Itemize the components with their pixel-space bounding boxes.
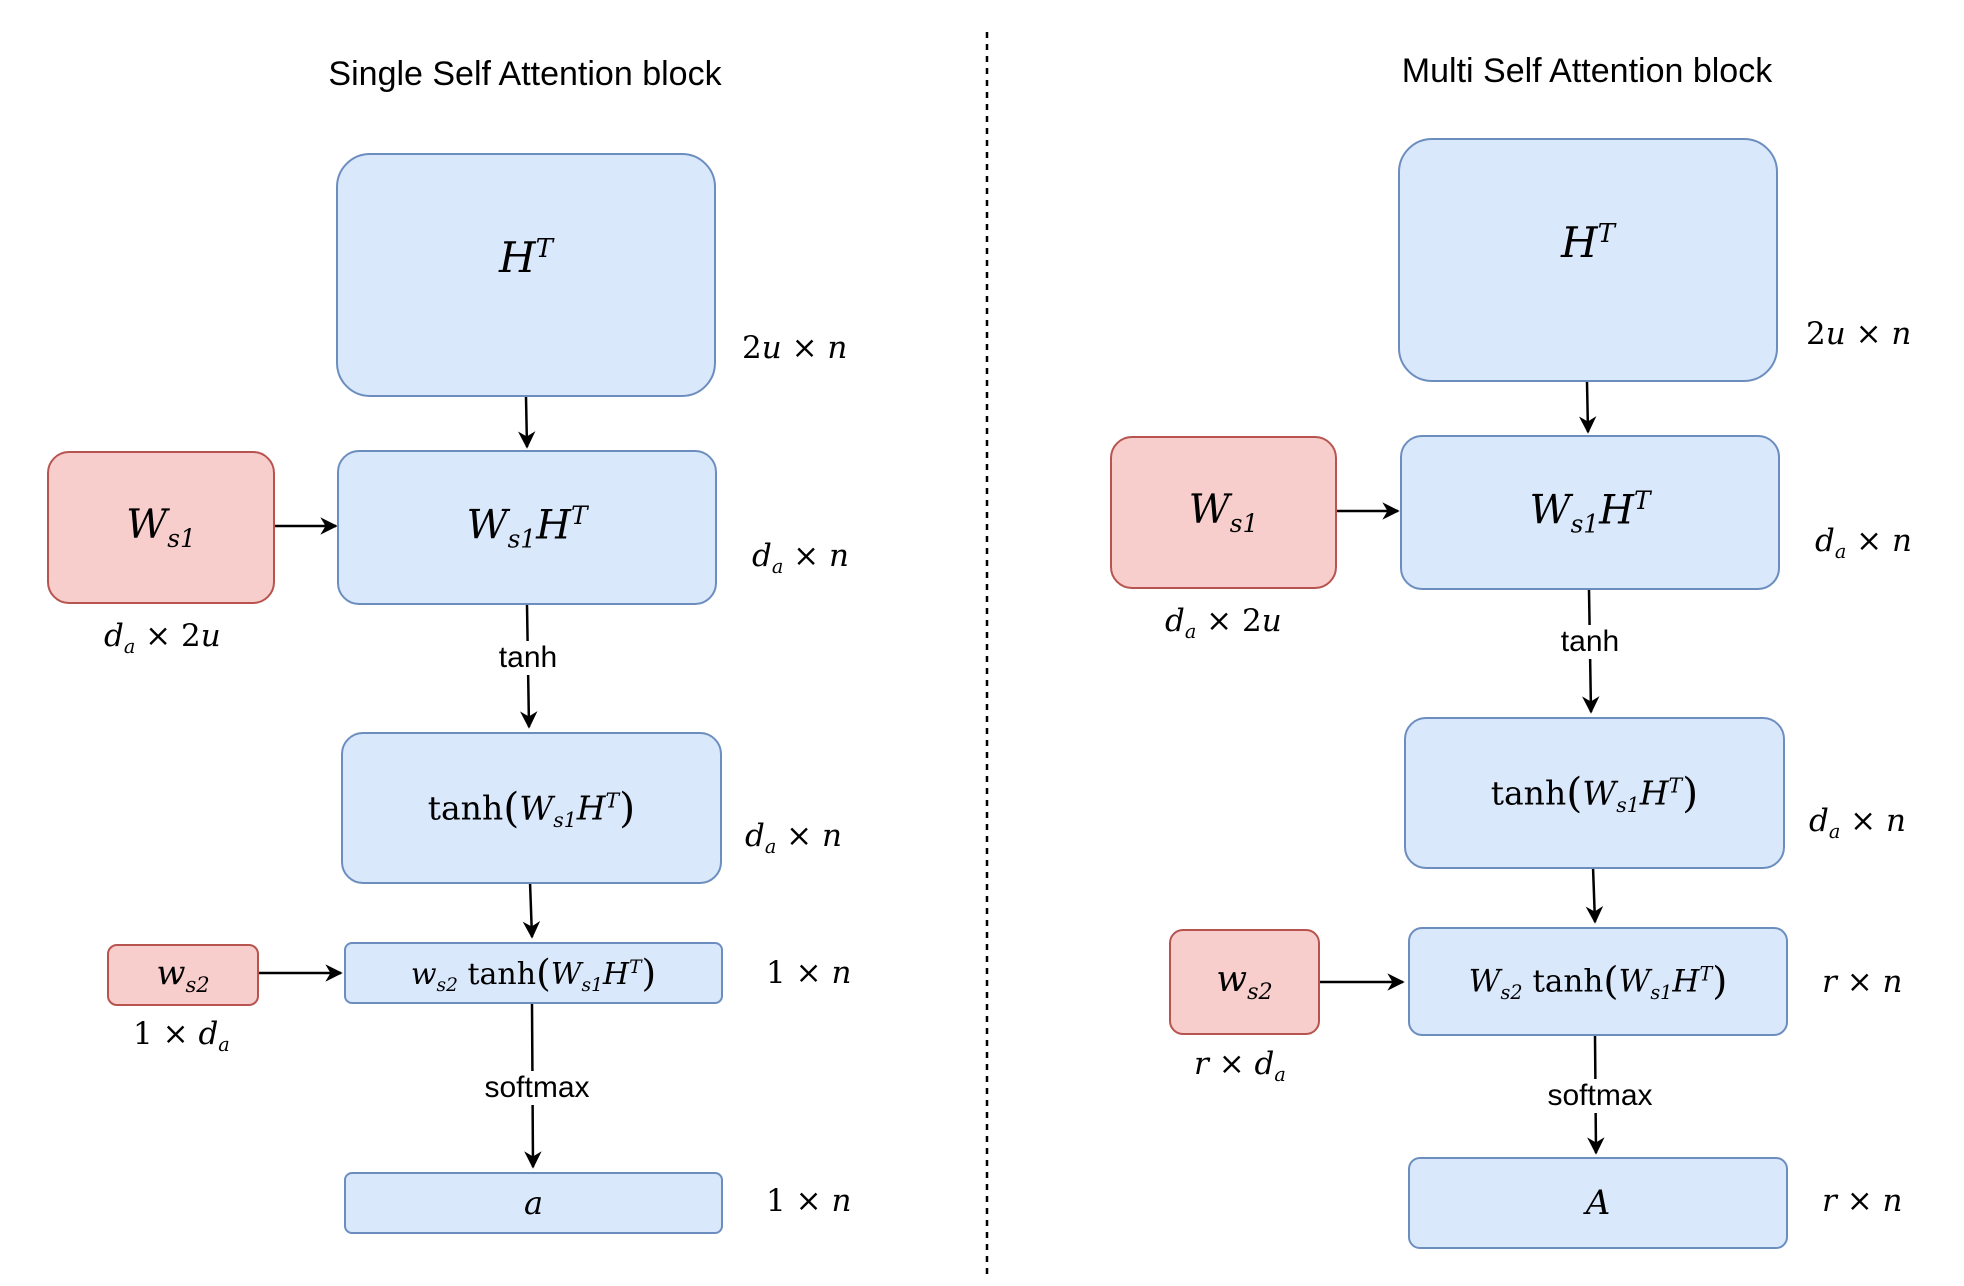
left-ht-node: HT xyxy=(336,153,716,397)
left-ws2-node: ws2 xyxy=(107,944,259,1006)
left-ht-dim: 2u × n xyxy=(742,330,848,366)
left-title: Single Self Attention block xyxy=(328,55,722,93)
left-out-label: a xyxy=(523,1184,544,1222)
right-ht-label: HT xyxy=(1560,217,1615,267)
right-ws2-label: ws2 xyxy=(1216,958,1273,1006)
right-ws1-dim: da × 2u xyxy=(1165,603,1282,644)
right-ws2tanh-label: Ws2 tanh(Ws1HT) xyxy=(1468,959,1728,1004)
right-tanh-label: tanh(Ws1HT) xyxy=(1490,768,1699,818)
left-ws1h-dim: da × n xyxy=(752,538,849,579)
left-ws1-label: Ws1 xyxy=(126,502,196,553)
left-edge-ht-to-ws1h xyxy=(517,396,536,449)
left-ws1-node: Ws1 xyxy=(47,451,275,604)
right-out-label: A xyxy=(1585,1183,1611,1223)
left-out-node: a xyxy=(344,1172,723,1234)
right-ws1h-label: Ws1HT xyxy=(1529,486,1651,539)
left-ws2tanh-dim: 1 × n xyxy=(766,955,852,991)
right-out-dim: r × n xyxy=(1822,1183,1903,1219)
left-softmax-edge-label: softmax xyxy=(481,1071,593,1105)
right-ws1-node: Ws1 xyxy=(1110,436,1337,589)
left-tanh-label: tanh(Ws1HT) xyxy=(427,783,636,833)
right-ht-node: HT xyxy=(1398,138,1778,382)
right-ws1h-node: Ws1HT xyxy=(1400,435,1780,590)
left-ws1h-node: Ws1HT xyxy=(337,450,717,605)
left-out-dim: 1 × n xyxy=(766,1183,852,1219)
left-ws2tanh-label: ws2 tanh(Ws1HT) xyxy=(410,950,657,996)
left-tanh-edge-label: tanh xyxy=(495,641,561,675)
right-out-node: A xyxy=(1408,1157,1788,1249)
right-ws2-node: ws2 xyxy=(1169,929,1320,1035)
left-edge-tanh-to-ws2tanh xyxy=(522,881,541,939)
right-tanh-dim: da × n xyxy=(1809,803,1906,844)
right-ws1h-dim: da × n xyxy=(1815,523,1912,564)
right-edge-tanh-to-ws2tanh xyxy=(1585,866,1604,924)
right-tanh-node: tanh(Ws1HT) xyxy=(1404,717,1785,869)
right-softmax-edge-label: softmax xyxy=(1544,1079,1656,1113)
right-edge-ht-to-ws1h xyxy=(1578,381,1597,434)
left-ws1h-label: Ws1HT xyxy=(466,501,588,554)
right-ws1-label: Ws1 xyxy=(1188,487,1259,538)
left-tanh-dim: da × n xyxy=(745,818,842,859)
right-ws2-dim: r × da xyxy=(1194,1046,1286,1087)
left-tanh-node: tanh(Ws1HT) xyxy=(341,732,722,884)
right-title: Multi Self Attention block xyxy=(1401,52,1773,90)
right-ht-dim: 2u × n xyxy=(1806,316,1912,352)
left-ht-label: HT xyxy=(498,232,553,282)
left-ws2tanh-node: ws2 tanh(Ws1HT) xyxy=(344,942,723,1004)
left-ws2-dim: 1 × da xyxy=(133,1016,230,1057)
right-ws2tanh-node: Ws2 tanh(Ws1HT) xyxy=(1408,927,1788,1036)
right-ws2tanh-dim: r × n xyxy=(1822,964,1903,1000)
right-tanh-edge-label: tanh xyxy=(1557,625,1623,659)
left-ws1-dim: da × 2u xyxy=(104,618,221,659)
left-ws2-label: ws2 xyxy=(156,953,210,997)
